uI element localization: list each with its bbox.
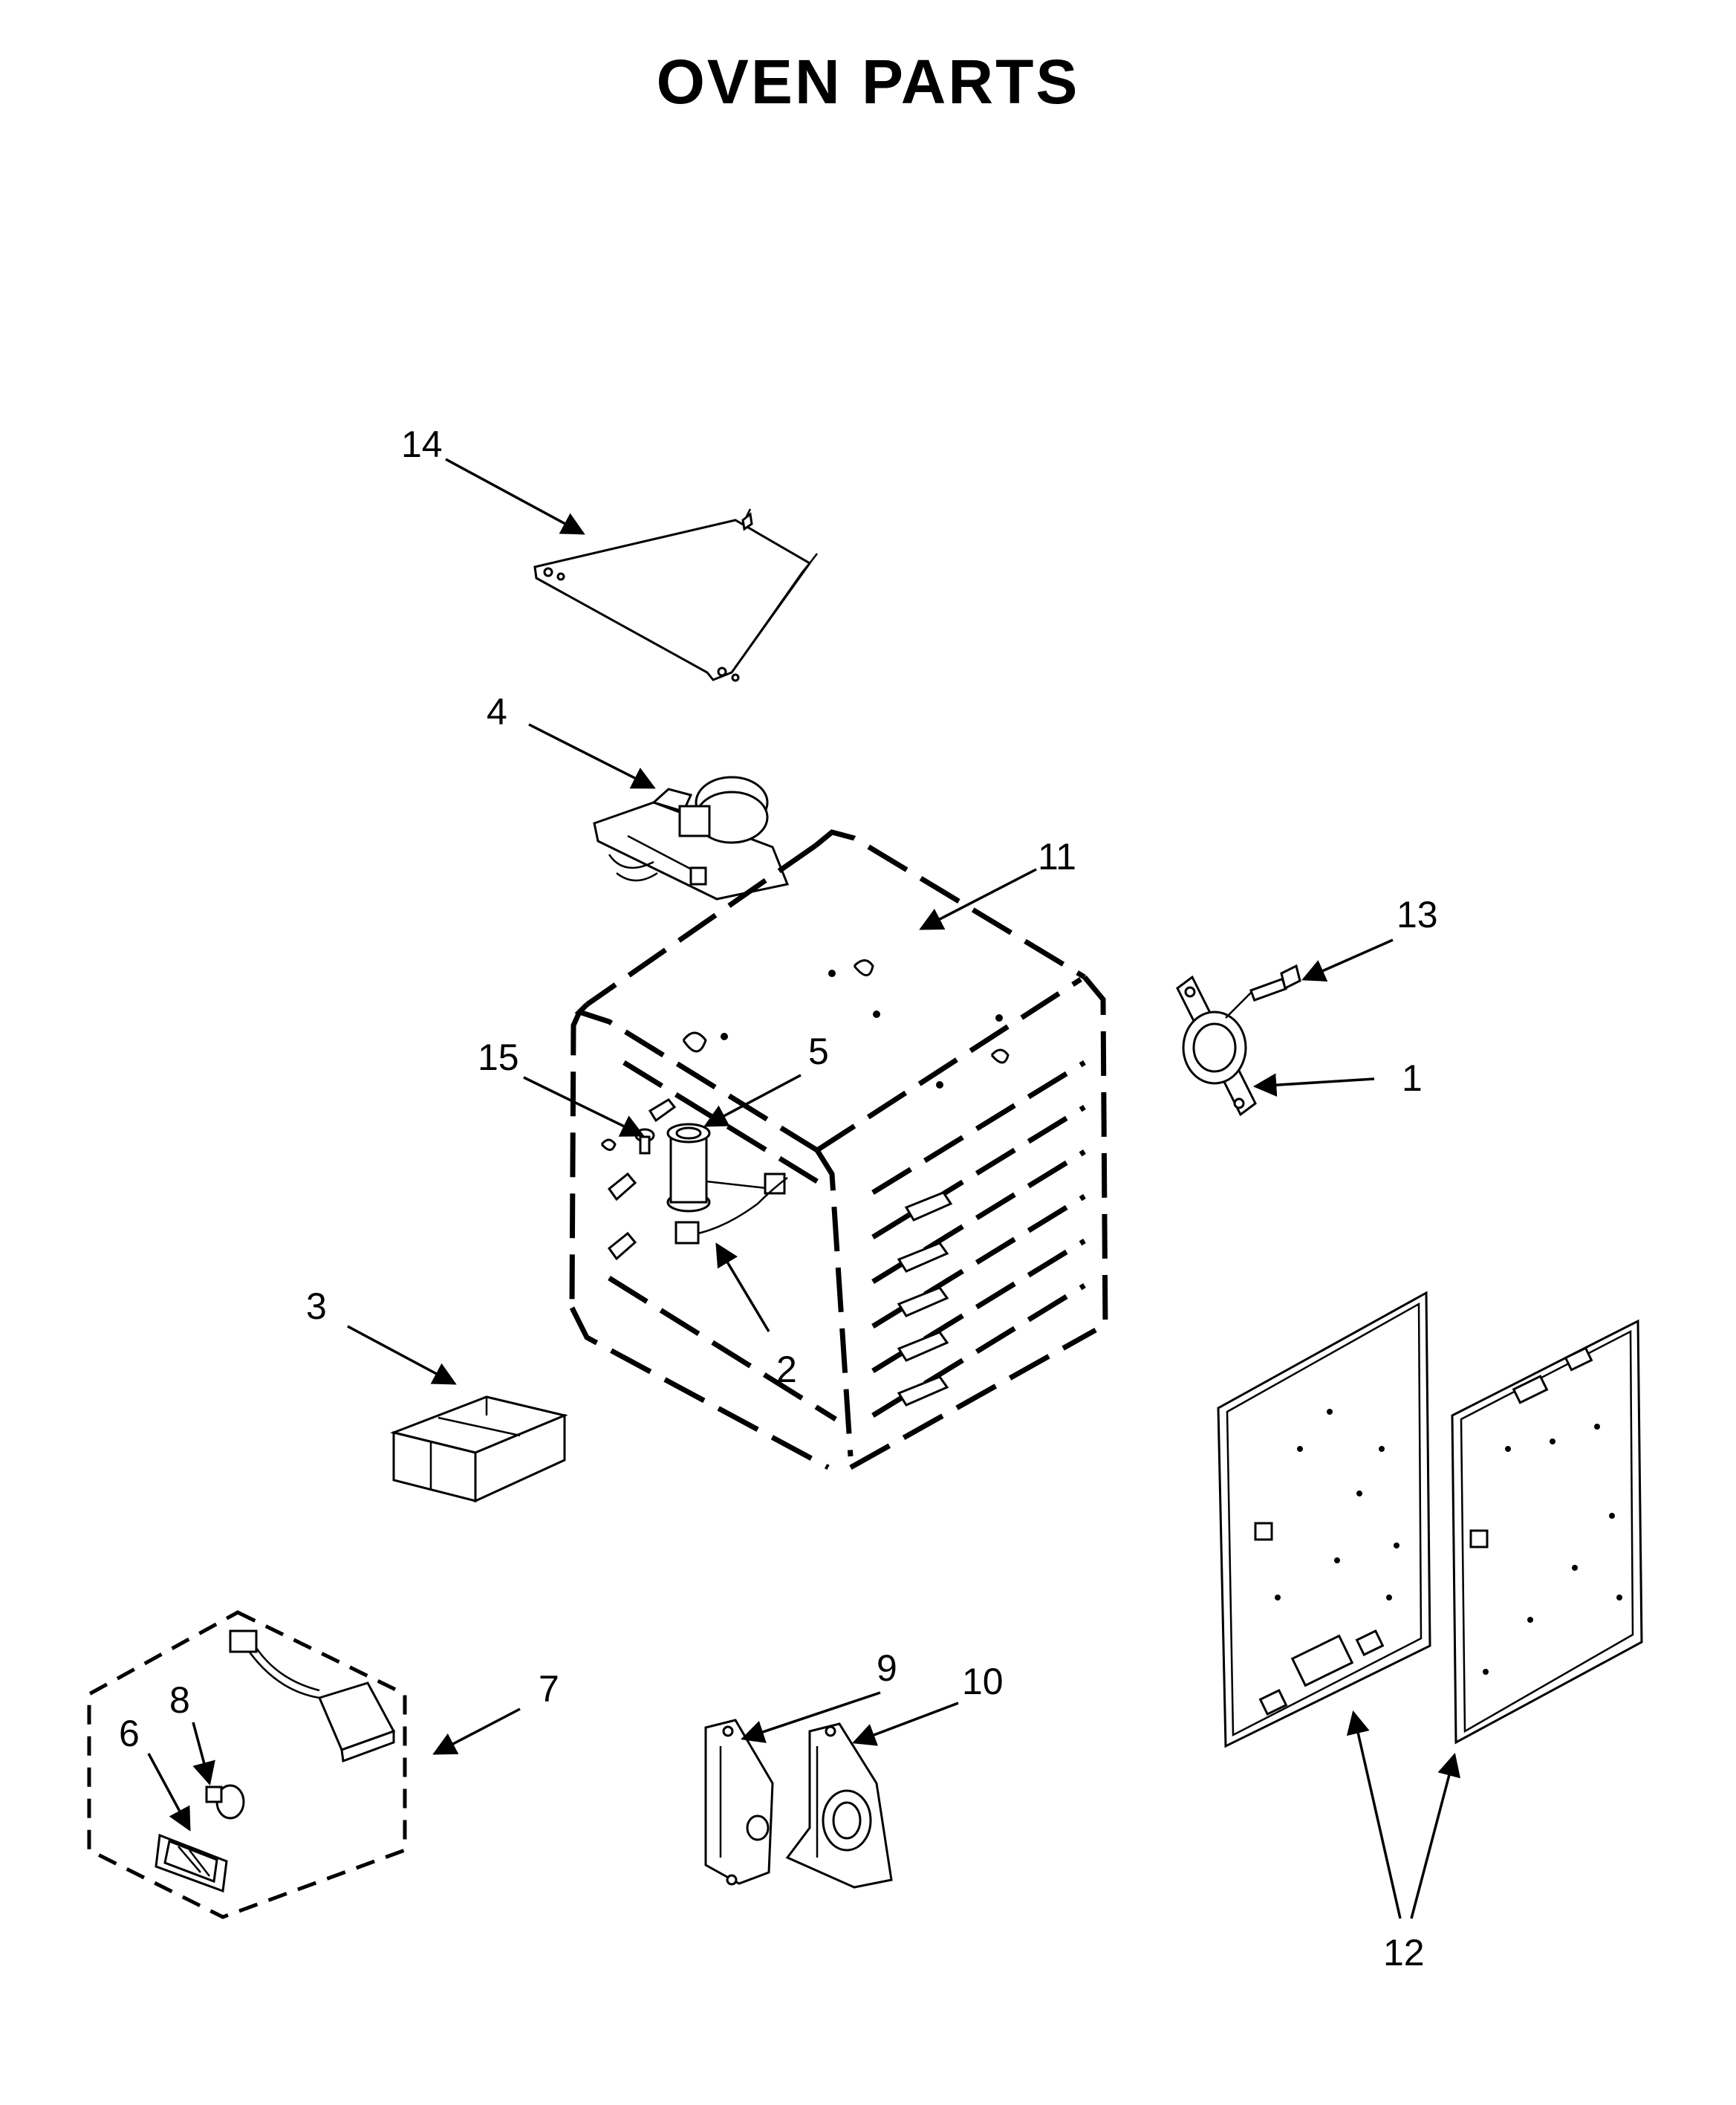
part-10-hinge: [785, 1722, 893, 1889]
callout-8: 8: [169, 1679, 190, 1721]
callout-9: 9: [877, 1647, 897, 1689]
part-9-hinge: [704, 1719, 774, 1886]
part-3-insulation-box: [389, 1395, 568, 1503]
part-12-side-panel-left: [1217, 1291, 1431, 1748]
part-14-top-bracket: [533, 508, 818, 682]
part-7-light-kit-group: [87, 1610, 407, 1919]
callout-10: 10: [962, 1661, 1004, 1702]
callout-7: 7: [539, 1668, 559, 1710]
callout-11: 11: [1038, 836, 1076, 878]
part-13-screw: [1225, 964, 1301, 1019]
callout-1: 1: [1402, 1057, 1423, 1099]
part-12-side-panel-right: [1451, 1319, 1643, 1745]
part-2-sensor-wire-connector: [674, 1177, 788, 1245]
callout-15: 15: [478, 1037, 519, 1078]
callout-2: 2: [776, 1349, 797, 1390]
callout-13: 13: [1397, 894, 1438, 935]
part-6-lens: [155, 1833, 228, 1893]
part-8-light-bulb: [205, 1784, 245, 1820]
part-1-thermal-cutoff: [1176, 975, 1257, 1117]
callout-5: 5: [808, 1031, 829, 1072]
callout-6: 6: [119, 1713, 140, 1754]
leader-lines: [147, 458, 1461, 1919]
callout-3: 3: [306, 1285, 327, 1327]
callout-labels: 14 4 11 13 1 5 15 2 3 7 8 6 9 10 12: [119, 424, 1438, 1973]
part-5-temperature-sensor: [666, 1123, 786, 1213]
part-4-latch-motor-assembly: [593, 776, 790, 901]
part-11-oven-cavity: [569, 829, 1108, 1470]
page-title: OVEN PARTS: [656, 47, 1080, 117]
callout-14: 14: [401, 424, 443, 465]
callout-12: 12: [1383, 1932, 1425, 1973]
callout-4: 4: [487, 691, 507, 733]
